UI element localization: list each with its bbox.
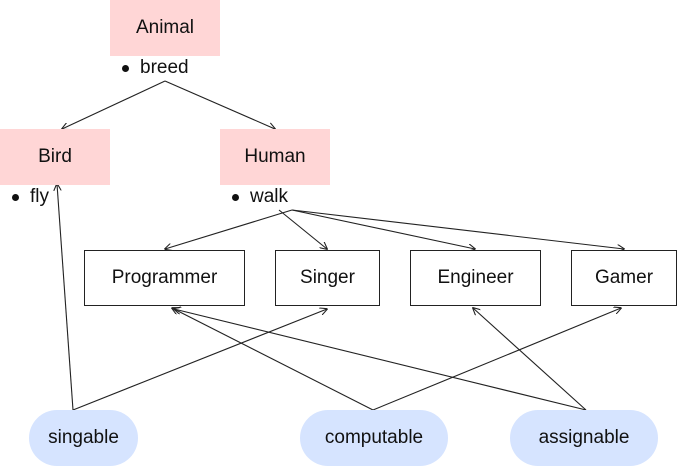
human-attribute-label: walk bbox=[250, 186, 289, 207]
singable-label: singable bbox=[48, 427, 119, 448]
programmer-label: Programmer bbox=[111, 267, 218, 288]
edge-human-to-gamer bbox=[291, 209, 624, 249]
bird-label: Bird bbox=[38, 146, 72, 167]
edge-animal-to-human bbox=[164, 80, 275, 129]
gamer-label: Gamer bbox=[594, 267, 654, 288]
edge-assignable-to-engineer bbox=[473, 308, 587, 411]
edge-human-to-engineer bbox=[291, 209, 475, 249]
edge-computable-to-gamer bbox=[372, 308, 621, 411]
computable-label: computable bbox=[324, 427, 424, 448]
engineer-label: Engineer bbox=[437, 267, 514, 288]
animal-label: Animal bbox=[135, 17, 195, 38]
edge-singable-to-singer bbox=[72, 309, 327, 411]
animal-attribute-label: breed bbox=[140, 57, 189, 78]
computable-node: computable bbox=[300, 410, 448, 466]
gamer-node: Gamer bbox=[571, 250, 677, 306]
animal-node: Animal bbox=[110, 0, 220, 56]
singer-node: Singer bbox=[275, 250, 380, 306]
bullet-icon bbox=[232, 193, 239, 201]
assignable-node: assignable bbox=[510, 410, 658, 466]
human-label: Human bbox=[244, 146, 306, 167]
engineer-node: Engineer bbox=[410, 250, 541, 306]
edge-singable-to-bird bbox=[57, 184, 74, 411]
human-node: Human bbox=[220, 129, 330, 185]
singable-node: singable bbox=[29, 410, 138, 466]
bird-node: Bird bbox=[0, 129, 110, 185]
animal-attribute: breed bbox=[122, 57, 189, 79]
edge-assignable-to-programmer bbox=[174, 309, 587, 411]
bird-attribute-label: fly bbox=[30, 186, 49, 207]
edge-human-to-programmer bbox=[165, 209, 293, 249]
human-attribute: walk bbox=[232, 186, 288, 208]
bullet-icon bbox=[12, 193, 19, 201]
edge-human-to-singer bbox=[278, 209, 327, 249]
bullet-icon bbox=[122, 64, 129, 72]
edge-animal-to-bird bbox=[62, 80, 166, 129]
edge-computable-to-programmer bbox=[172, 308, 374, 411]
assignable-label: assignable bbox=[538, 427, 630, 448]
bird-attribute: fly bbox=[12, 186, 49, 208]
singer-label: Singer bbox=[300, 267, 355, 288]
programmer-node: Programmer bbox=[84, 250, 245, 306]
